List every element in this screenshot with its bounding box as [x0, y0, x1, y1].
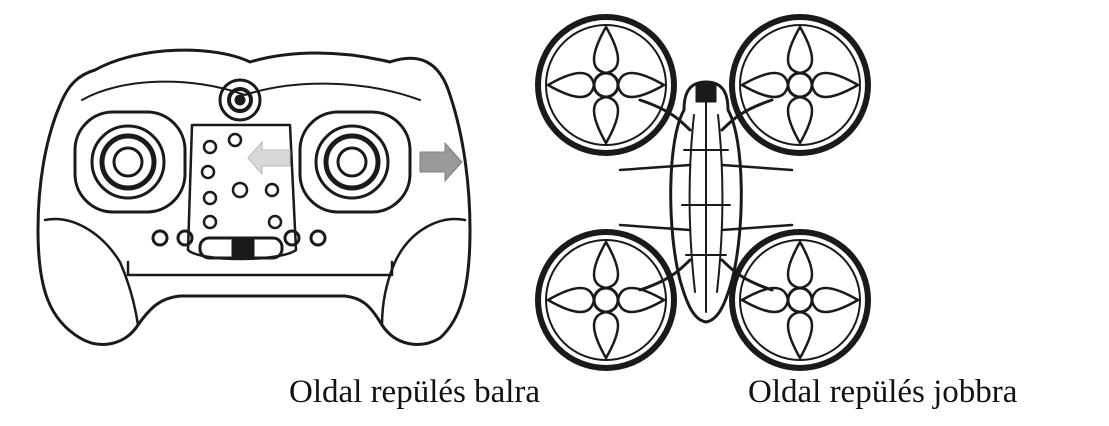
rotor-bottom-left — [538, 232, 674, 368]
arrow-left-icon — [248, 142, 290, 174]
center-button — [266, 184, 278, 196]
power-switch-knob — [232, 240, 254, 256]
left-stick-ring-inner — [102, 136, 154, 188]
left-grip-line — [45, 219, 138, 325]
caption-left: Oldal repülés balra — [289, 372, 540, 412]
center-button — [269, 216, 281, 228]
center-button — [229, 134, 241, 146]
controller-bottom-panel — [128, 262, 392, 275]
center-button — [204, 192, 216, 204]
trim-button — [285, 231, 299, 245]
right-stick-core — [338, 148, 366, 176]
right-grip-line — [382, 219, 465, 325]
remote-controller-icon — [38, 50, 470, 344]
right-stick-ring-inner — [326, 136, 378, 188]
center-button — [233, 183, 247, 197]
rotor-bottom-right — [732, 232, 868, 368]
rotor-top-left — [538, 17, 674, 153]
drone-body-detail — [682, 92, 730, 312]
caption-right: Oldal repülés jobbra — [748, 372, 1017, 412]
power-button-core — [236, 96, 244, 104]
quadcopter-drone-icon — [538, 17, 868, 368]
center-button — [204, 141, 216, 153]
left-stick-core — [114, 148, 142, 176]
trim-button — [178, 231, 192, 245]
trim-button — [153, 231, 167, 245]
drone-camera — [696, 84, 716, 102]
arrow-right-icon — [420, 143, 462, 181]
center-button — [204, 216, 216, 228]
rotor-top-right — [732, 17, 868, 153]
center-button — [202, 166, 214, 178]
trim-button — [311, 231, 325, 245]
